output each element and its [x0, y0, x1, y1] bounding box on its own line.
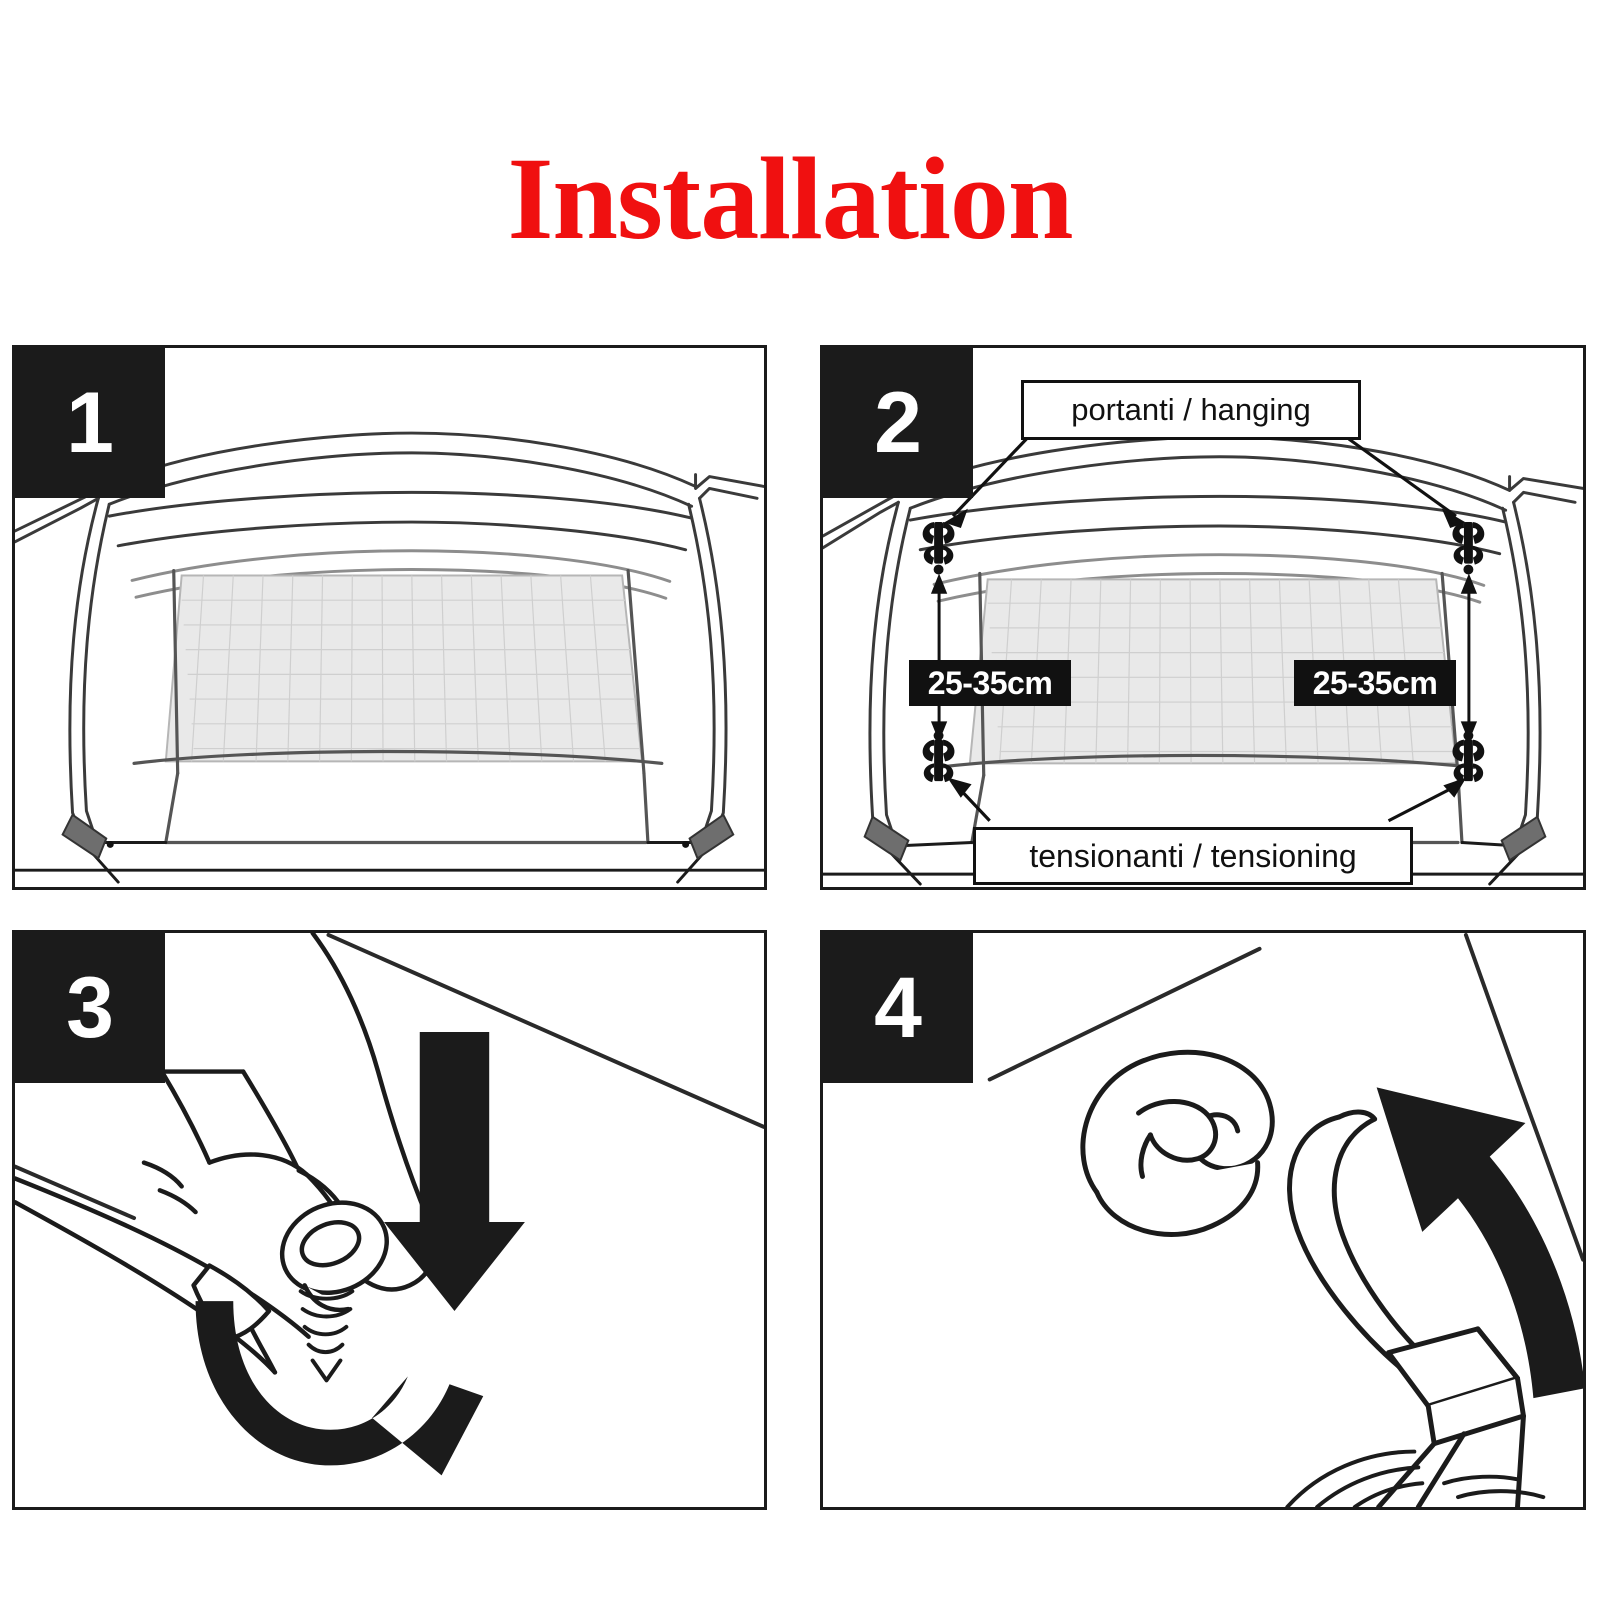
cargo-net: [164, 574, 644, 763]
tensioning-leader-lines: [947, 777, 1467, 823]
step-number-4: 4: [874, 960, 922, 1056]
dimension-label-right: 25-35cm: [1294, 660, 1456, 706]
hook-head: [279, 1200, 389, 1313]
rotation-arrow: [195, 1301, 484, 1476]
hook-clip-top-left: [922, 522, 955, 575]
panel-step-2: portanti / hanging tensionanti / tension…: [820, 345, 1586, 890]
screw-thread: [298, 1289, 355, 1383]
cord-loop: [1287, 1109, 1441, 1377]
attach-cord-loop-illustration: [987, 933, 1583, 1507]
up-arrow: [1376, 1087, 1583, 1399]
step-number-badge-4: 4: [823, 933, 973, 1083]
step-number-1: 1: [66, 375, 114, 471]
callout-tensioning: tensionanti / tensioning: [973, 827, 1413, 885]
panel-step-1: 1: [12, 345, 767, 890]
dimension-arrow-right: [1460, 573, 1478, 742]
anchor-loop: [863, 815, 1547, 862]
callout-hanging: portanti / hanging: [1021, 380, 1361, 440]
step-number-badge-2: 2: [823, 348, 973, 498]
anchor-loop: [61, 813, 735, 860]
down-arrow: [384, 1031, 525, 1312]
hook-clip-top-right: [1452, 522, 1485, 575]
hanging-leader-lines: [944, 437, 1466, 529]
step-number-badge-3: 3: [15, 933, 165, 1083]
dimension-label-left: 25-35cm: [909, 660, 1071, 706]
step-number-3: 3: [66, 960, 114, 1056]
dimension-arrow-left: [930, 573, 948, 742]
cord-sleeve: [1386, 1326, 1526, 1447]
installed-hook: [1080, 1049, 1275, 1237]
hook-placement-illustration: [823, 435, 1583, 886]
trunk-overview-illustration: [15, 431, 764, 884]
step-number-badge-1: 1: [15, 348, 165, 498]
step-number-2: 2: [874, 375, 922, 471]
screw-in-hook-illustration: [15, 933, 764, 1476]
net-strands: [1285, 1449, 1546, 1507]
panel-step-4: 4: [820, 930, 1586, 1510]
panel-step-3: 3: [12, 930, 767, 1510]
page-title: Installation: [507, 133, 1073, 264]
